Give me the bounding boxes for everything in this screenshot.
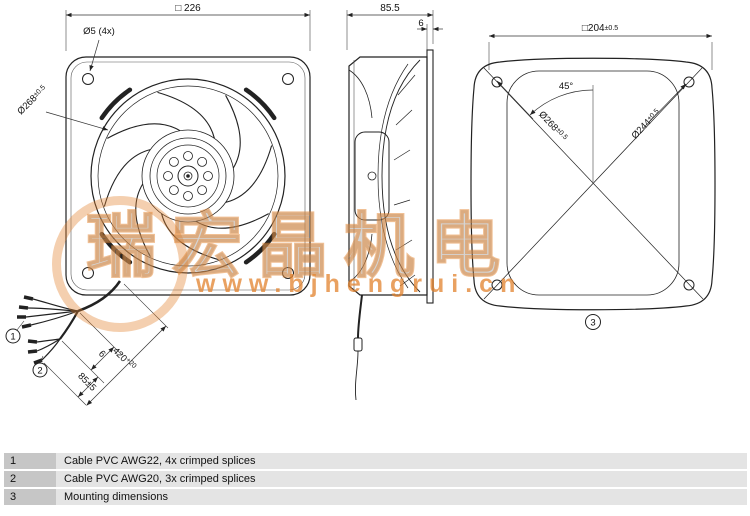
strain-relief (353, 337, 363, 352)
crimp-splices-3x (27, 339, 43, 365)
dim-depth-85-5-label: 85.5 (380, 3, 400, 14)
legend-num: 3 (4, 489, 56, 505)
motor-housing (354, 131, 390, 221)
legend-num: 2 (4, 471, 56, 487)
callout-1-label: 1 (10, 332, 15, 343)
dim-square-226-label: □ 226 (175, 3, 201, 14)
dim-hole-d5: Ø5 (4x) (83, 26, 115, 72)
dim-angle-45-label: 45° (559, 81, 574, 92)
legend-table: 1 Cable PVC AWG22, 4x crimped splices 2 … (4, 453, 747, 507)
cable-dim-420-label: 420+20 (110, 346, 137, 373)
impeller-silhouette (381, 59, 421, 293)
side-body (348, 49, 434, 401)
dim-square-204: □204±0.5 (488, 23, 713, 70)
legend-desc: Mounting dimensions (56, 489, 747, 505)
callout-3-label: 3 (590, 318, 595, 329)
dim-d268-front: Ø268±0.5 (15, 83, 109, 131)
dim-square-204-label: □204±0.5 (582, 23, 618, 34)
cable-branch-awg22 (17, 295, 79, 329)
legend-row: 2 Cable PVC AWG20, 3x crimped splices (4, 471, 747, 487)
rotor-rivets (163, 151, 213, 201)
cable-dim-6-label: 6 (96, 348, 108, 360)
mounting-plate-inner-contour (506, 70, 680, 296)
motor-shaft (367, 171, 377, 181)
fan-housing-outline (65, 56, 311, 296)
mounting-plate-outline (470, 57, 716, 311)
side-cable (353, 294, 363, 401)
impeller-blades (93, 81, 283, 271)
cable-bundle (17, 280, 122, 365)
cable-dim-85-label: 85±5 (75, 371, 98, 394)
dim-d244-label: Ø244±0.5 (630, 107, 663, 141)
callout-2: 2 (32, 355, 48, 378)
dim-hole-d5-label: Ø5 (4x) (83, 26, 115, 37)
corner-slots (99, 87, 277, 265)
legend-desc: Cable PVC AWG20, 3x crimped splices (56, 471, 747, 487)
dim-plate-6-label: 6 (418, 18, 423, 29)
legend-desc: Cable PVC AWG22, 4x crimped splices (56, 453, 747, 469)
dim-d268-label: Ø268±0.5 (536, 109, 569, 143)
cable-dimensions: 6 85±5 420+20 (43, 283, 169, 406)
fan-technical-drawing: □ 226 Ø5 (4x) Ø268±0.5 (5, 3, 716, 406)
mounting-holes (82, 73, 294, 279)
legend-row: 1 Cable PVC AWG22, 4x crimped splices (4, 453, 747, 469)
mounting-plate-edge (426, 49, 434, 304)
diagonal-centerlines (483, 67, 704, 300)
cable-branch-awg20 (27, 310, 79, 365)
dim-d268-front-label: Ø268±0.5 (15, 83, 49, 117)
side-view: 85.5 6 (346, 3, 443, 401)
callout-3: 3 (585, 314, 601, 330)
dim-square-226: □ 226 (65, 3, 311, 51)
callout-2-label: 2 (37, 366, 42, 377)
front-view: □ 226 Ø5 (4x) Ø268±0.5 (5, 3, 311, 406)
dim-plate-6: 6 (417, 18, 443, 52)
fan-impeller (90, 78, 286, 274)
fan-housing-inner-edge (70, 61, 306, 291)
mounting-view: □204±0.5 45° Ø268±0.5 Ø244±0.5 3 (470, 23, 716, 330)
crimp-splices-4x (17, 295, 34, 329)
callout-1: 1 (5, 320, 25, 344)
blade-edge-lines (393, 74, 416, 287)
legend-row: 3 Mounting dimensions (4, 489, 747, 505)
hub-center (186, 174, 190, 178)
dim-angle-45: 45° (529, 81, 594, 182)
legend-num: 1 (4, 453, 56, 469)
